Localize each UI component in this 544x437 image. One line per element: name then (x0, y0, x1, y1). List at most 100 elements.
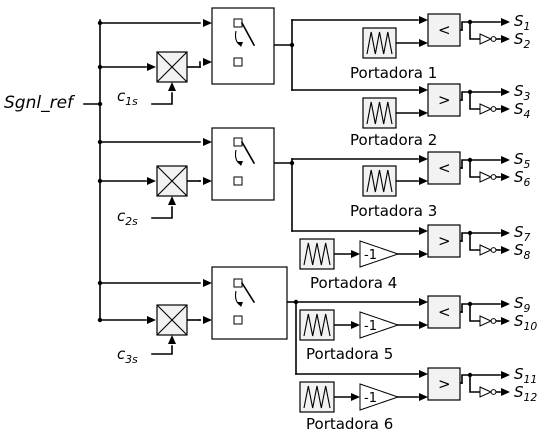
gain-label: -1 (364, 319, 377, 334)
output-label-main: S (514, 294, 524, 312)
not-gate (479, 315, 493, 327)
wires (83, 16, 510, 401)
triangle-wave-icon (366, 101, 393, 125)
switch-block (211, 127, 275, 201)
switch-port (233, 315, 243, 325)
junction-dot (293, 299, 299, 305)
output-label: S9 (514, 294, 531, 315)
arrowhead (351, 393, 360, 401)
arrowhead (203, 138, 212, 146)
constant-label: c3s (117, 345, 138, 366)
output-label-main: S (514, 383, 524, 401)
output-label: S2 (514, 30, 531, 51)
arrowhead (419, 250, 428, 258)
switch-port (233, 176, 243, 186)
output-label: S11 (514, 365, 537, 386)
switch-port (233, 278, 243, 288)
arrowhead (147, 177, 156, 185)
constant-label-main: c (117, 207, 126, 225)
arrowhead (501, 371, 510, 379)
output-wire (469, 303, 481, 322)
carrier-label: Portadora 2 (350, 131, 437, 149)
junction-dot (467, 157, 473, 163)
output-label: S10 (514, 312, 537, 333)
switch-arrowhead (237, 42, 243, 47)
switch-arrowhead (237, 161, 243, 166)
arrowhead (168, 196, 176, 205)
arrowhead (501, 300, 510, 308)
output-label-sub: 5 (524, 158, 531, 171)
junction-dot (289, 160, 295, 166)
comparator-symbol: < (438, 303, 451, 321)
output-label: S1 (514, 12, 530, 33)
output-label-sub: 9 (524, 302, 531, 315)
arrowhead (419, 177, 428, 185)
arrowhead (419, 86, 428, 94)
switch-block (211, 7, 275, 85)
output-wire (461, 159, 501, 169)
triangle-wave-icon (366, 169, 393, 193)
comparator-block (427, 13, 461, 47)
output-label-main: S (514, 365, 524, 383)
arrowhead (203, 316, 212, 324)
output-wire (469, 159, 481, 178)
arrowhead (419, 321, 428, 329)
comparator-symbol: < (438, 21, 451, 39)
gain-label: -1 (364, 391, 377, 406)
constant-label: c2s (117, 207, 138, 228)
output-label-main: S (514, 12, 524, 30)
multiply-icon (156, 304, 188, 336)
arrowhead (203, 177, 212, 185)
comparator-symbol: < (438, 159, 451, 177)
gain-label: -1 (364, 248, 377, 263)
not-gate (479, 103, 493, 115)
comparator-block (427, 367, 461, 401)
arrowhead (501, 246, 510, 254)
output-wire (469, 374, 481, 393)
comparator-symbol: > (438, 232, 451, 250)
multiply-icon (156, 165, 188, 197)
output-wire (469, 21, 481, 40)
not-gate (479, 244, 493, 256)
not-gate (479, 386, 493, 398)
constant-label-sub: 3s (125, 353, 138, 366)
output-label: S5 (514, 150, 531, 171)
arrowhead (419, 39, 428, 47)
carrier-label: Portadora 4 (310, 274, 397, 292)
comparator-block (427, 151, 461, 185)
output-label-sub: 8 (524, 249, 531, 262)
output-label-main: S (514, 100, 524, 118)
arrowhead (147, 316, 156, 324)
output-label-main: S (514, 150, 524, 168)
switch-port (233, 137, 243, 147)
constant-label-main: c (117, 345, 126, 363)
arrowhead (147, 63, 156, 71)
not-bubble (490, 247, 497, 253)
output-label: S4 (514, 100, 531, 121)
arrowhead (168, 82, 176, 91)
arrowhead (501, 105, 510, 113)
junction-dot (97, 101, 103, 107)
output-label-main: S (514, 223, 524, 241)
not-bubble (490, 389, 497, 395)
const-wire (151, 206, 173, 219)
comparator-block (427, 224, 461, 258)
switch-arrowhead (237, 302, 243, 307)
blocks: <><>-1<-1>-1 (156, 7, 497, 413)
output-wire (461, 303, 501, 313)
output-label: S6 (514, 168, 531, 189)
switch-arm (240, 140, 256, 165)
carrier-label: Portadora 6 (306, 415, 393, 433)
arrowhead (203, 58, 212, 66)
output-wire (461, 232, 501, 242)
triangle-wave-icon (303, 242, 331, 266)
not-bubble (490, 36, 497, 42)
junction-dot (467, 372, 473, 378)
output-label-sub: 4 (524, 108, 531, 121)
comparator-block (427, 83, 461, 117)
constant-label-main: c (117, 87, 126, 105)
junction-dot (97, 20, 103, 26)
output-wire (461, 91, 501, 101)
not-gate (479, 33, 493, 45)
arrowhead (419, 109, 428, 117)
